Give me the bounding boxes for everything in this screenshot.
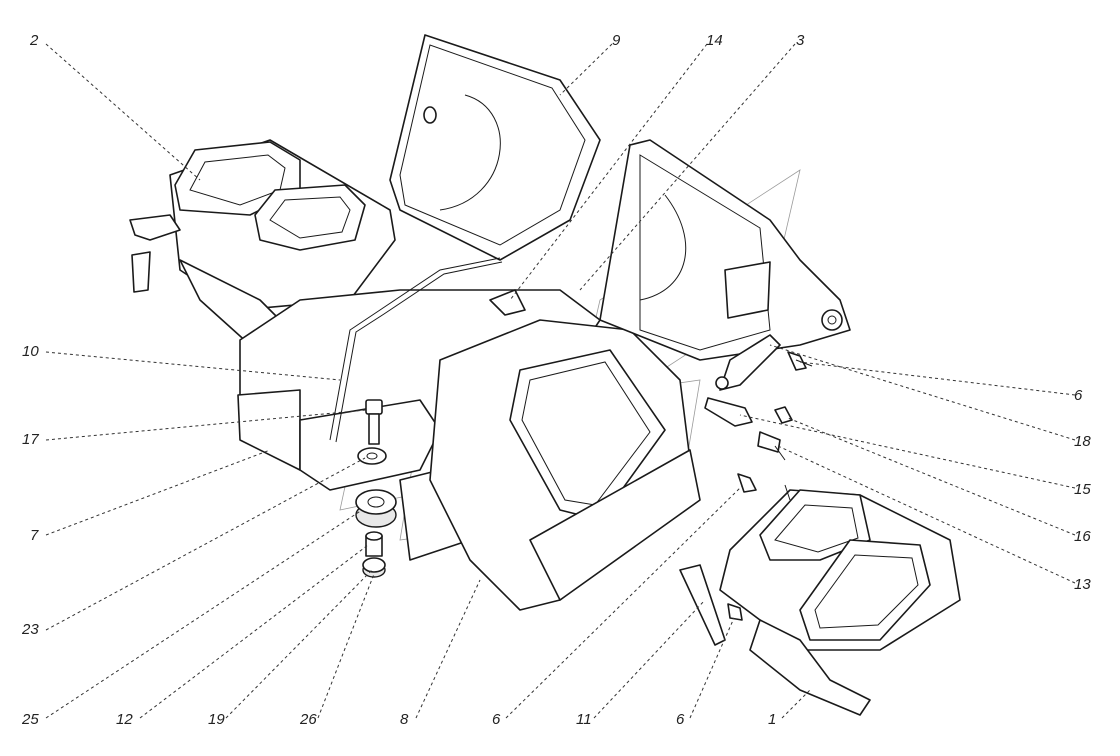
wire-link-10: [329, 257, 503, 443]
screws: [727, 351, 813, 621]
bolt-17: [365, 399, 383, 445]
callout-1: 1: [768, 711, 776, 728]
callout-12: 12: [116, 711, 133, 728]
callout-26: 26: [299, 711, 317, 728]
callout-17: 17: [22, 431, 39, 448]
screw-16: [774, 406, 793, 424]
leader-6-lower: [689, 617, 735, 719]
callout-11: 11: [576, 711, 592, 728]
leader-1: [781, 689, 811, 719]
callout-16: 16: [1074, 528, 1091, 545]
leader-16: [787, 417, 1076, 536]
leader-26: [317, 573, 375, 719]
leader-6-middle: [505, 485, 743, 719]
leader-7: [45, 449, 271, 536]
leader-9: [559, 43, 613, 96]
grommet-25: [355, 489, 397, 528]
screw-6-middle: [737, 473, 757, 493]
callout-6-upper: 6: [1074, 387, 1083, 404]
leader-18: [769, 344, 1076, 441]
lever-15: [704, 397, 753, 427]
leader-3: [579, 43, 796, 291]
callout-13: 13: [1074, 576, 1091, 593]
leader-23: [45, 457, 366, 631]
leader-10: [45, 351, 341, 381]
leader-6-upper: [799, 361, 1076, 396]
callout-15: 15: [1074, 481, 1091, 498]
callout-9: 9: [612, 32, 621, 49]
screw-6-upper: [787, 351, 813, 371]
nut-19-26: [362, 557, 386, 578]
callout-8: 8: [400, 711, 409, 728]
leader-11: [593, 599, 706, 719]
callout-14: 14: [706, 32, 723, 49]
left-duct-housing: [129, 139, 396, 346]
sleeve-12: [365, 531, 383, 557]
central-heater-body: [237, 289, 701, 611]
leader-13: [777, 445, 1076, 584]
callout-19: 19: [208, 711, 225, 728]
callout-2: 2: [29, 32, 39, 49]
bracket-18: [715, 334, 781, 391]
callout-23: 23: [21, 621, 39, 638]
leader-lines: [45, 43, 1076, 719]
leader-8: [415, 579, 481, 719]
callout-7: 7: [30, 527, 39, 544]
screw-6-lower: [727, 603, 743, 621]
callout-6-middle: 6: [492, 711, 501, 728]
right-duct-housing-1: [679, 484, 961, 716]
callout-3: 3: [796, 32, 805, 49]
callout-10: 10: [22, 343, 39, 360]
screw-13: [757, 431, 786, 461]
callout-18: 18: [1074, 433, 1091, 450]
washer-23: [357, 447, 387, 465]
callout-6-lower: 6: [676, 711, 685, 728]
upper-lid-9: [389, 34, 601, 261]
callout-labels: 2 9 14 3 10 17 7 23 25 12 19 26 8 6 11 6…: [21, 32, 1091, 728]
leader-12: [139, 544, 369, 719]
callout-25: 25: [21, 711, 39, 728]
leader-19: [225, 569, 373, 719]
right-lid-3: [599, 139, 851, 361]
leader-25: [45, 509, 363, 719]
leader-2: [45, 43, 201, 181]
